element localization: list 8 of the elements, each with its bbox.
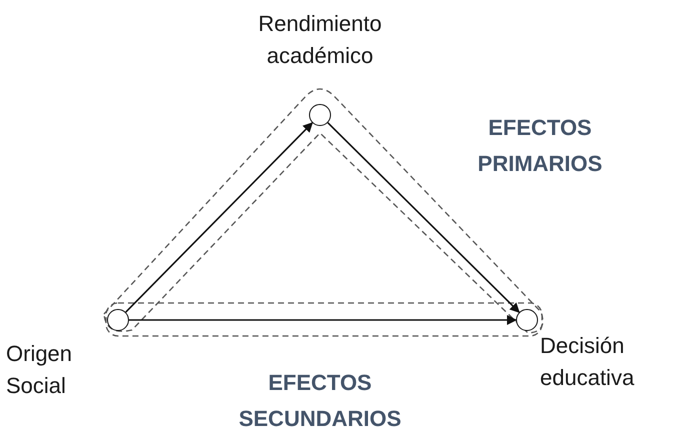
node-label: Decisión educativa [540, 332, 636, 392]
arrow [327, 122, 520, 313]
effect-label: EFECTOS PRIMARIOS [476, 114, 604, 178]
arrow [125, 122, 313, 313]
effect-label: EFECTOS SECUNDARIOS [238, 369, 402, 433]
node-label: Origen Social [6, 340, 74, 400]
node-label: Rendimiento académico [257, 10, 383, 70]
arrow [129, 315, 517, 325]
